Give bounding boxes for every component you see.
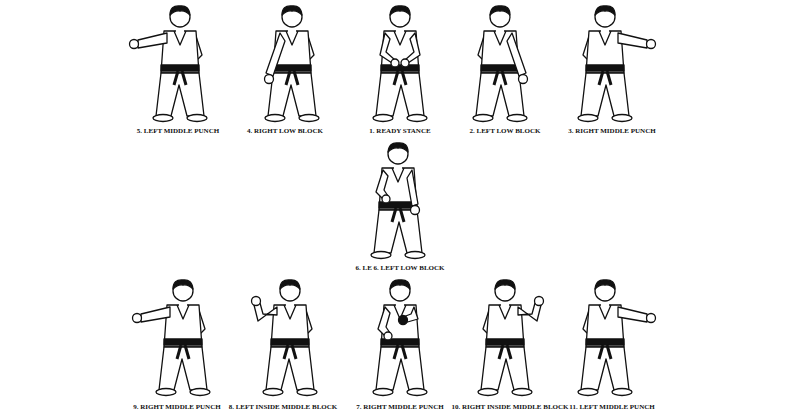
- step-caption: 3. RIGHT MIDDLE PUNCH: [568, 127, 655, 135]
- figure-6: [371, 143, 425, 259]
- figure-10: [478, 280, 544, 396]
- step-caption: 6. LE 6. LEFT LOW BLOCK: [355, 264, 444, 272]
- figure-11: [578, 280, 656, 396]
- figure-3: [578, 6, 656, 122]
- figure-5: [130, 6, 208, 122]
- step-caption: 4. RIGHT LOW BLOCK: [247, 127, 323, 135]
- figure-1: [373, 6, 427, 122]
- step-caption: 11. LEFT MIDDLE PUNCH: [569, 403, 654, 411]
- figure-9: [133, 280, 211, 396]
- figure-7: [373, 280, 427, 396]
- step-caption: 5. LEFT MIDDLE PUNCH: [137, 127, 219, 135]
- figure-8: [252, 280, 318, 396]
- figure-4: [265, 6, 320, 122]
- step-caption: 7. RIGHT MIDDLE PUNCH: [356, 403, 443, 411]
- step-caption: 2. LEFT LOW BLOCK: [470, 127, 541, 135]
- step-caption: 9. RIGHT MIDDLE PUNCH: [133, 403, 220, 411]
- figure-2: [473, 6, 528, 122]
- step-caption: 8. LEFT INSIDE MIDDLE BLOCK: [229, 403, 338, 411]
- step-caption: 10. RIGHT INSIDE MIDDLE BLOCK: [451, 403, 568, 411]
- step-caption: 1. READY STANCE: [369, 127, 430, 135]
